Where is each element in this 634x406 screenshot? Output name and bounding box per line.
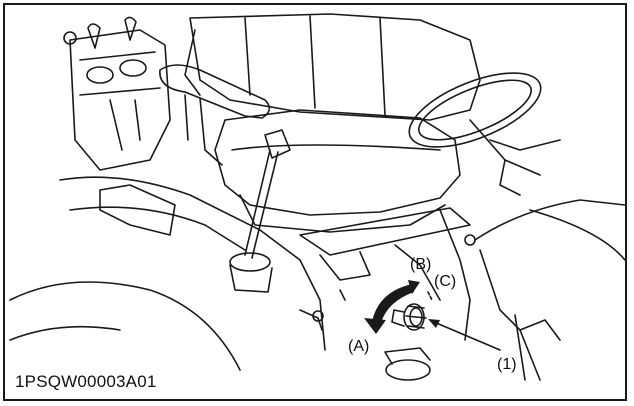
callout-b: (B) [410,256,432,273]
left-fender [9,176,326,371]
rotation-arrow-icon [364,280,420,334]
steering-wheel [408,72,561,196]
callout-c: (C) [434,273,457,290]
seat-adjust-knob [391,303,427,331]
callout-a: (A) [348,338,370,355]
left-console [63,16,171,171]
figure-code: 1PSQW00003A01 [12,372,160,392]
gear-lever [229,129,291,293]
floor-parts [299,309,431,381]
seat-slide-rail [299,207,476,341]
seat-cushion [214,109,461,233]
seat-back [184,13,481,121]
right-fender [474,199,626,381]
callout-item-1: (1) [497,356,517,373]
direction-c-pointer [427,291,433,301]
item1-leader-arrow [428,319,501,351]
figure-frame [3,3,627,401]
